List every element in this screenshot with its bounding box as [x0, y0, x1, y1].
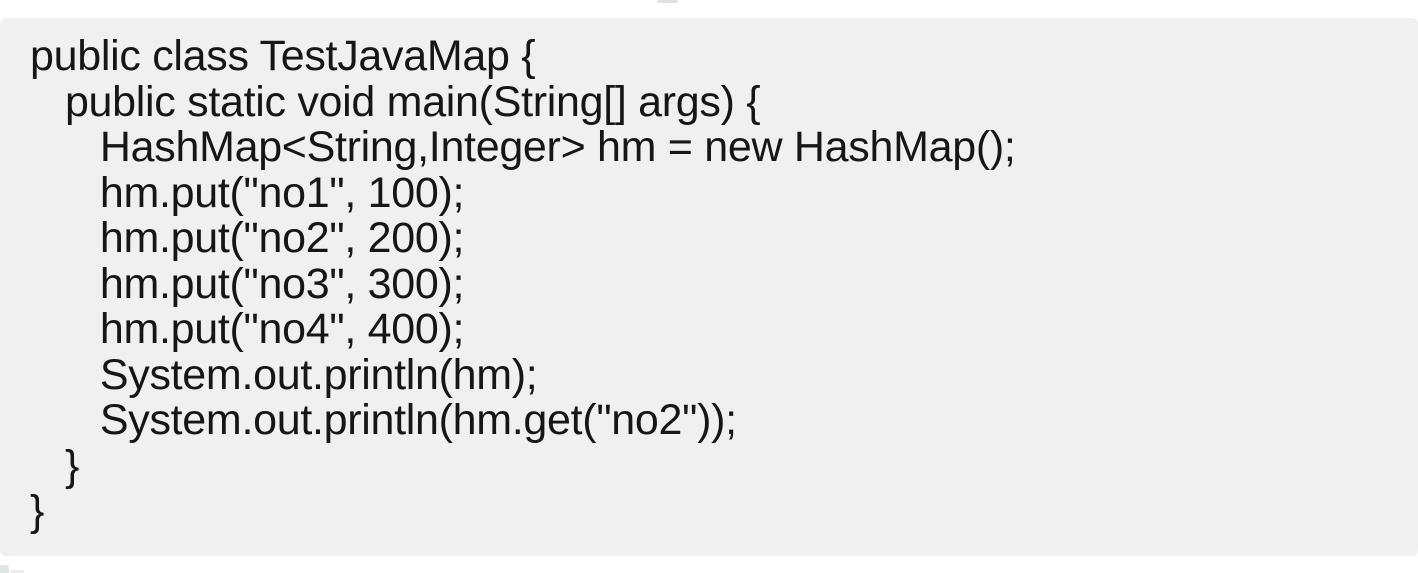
- code-line-8: System.out.println(hm);: [30, 350, 538, 399]
- code-block: public class TestJavaMap { public static…: [30, 32, 1408, 535]
- code-line-3: HashMap<String,Integer> hm = new HashMap…: [30, 123, 1016, 171]
- code-line-5: hm.put("no2", 200);: [30, 214, 465, 262]
- code-panel: public class TestJavaMap { public static…: [0, 18, 1418, 556]
- code-line-9: System.out.println(hm.get("no2"));: [30, 396, 737, 444]
- cropped-edge-artifact-top: [657, 0, 678, 3]
- code-line-2: public static void main(String[] args) {: [30, 77, 761, 126]
- cropped-edge-artifact-bottom-left: [0, 565, 9, 573]
- code-line-11: }: [30, 487, 45, 535]
- code-line-4: hm.put("no1", 100);: [30, 168, 465, 217]
- cropped-edge-artifact-bottom-streak: [10, 570, 24, 573]
- code-line-7: hm.put("no4", 400);: [30, 305, 465, 353]
- code-line-6: hm.put("no3", 300);: [30, 259, 465, 308]
- code-line-1: public class TestJavaMap {: [30, 32, 536, 80]
- code-line-10: }: [30, 441, 80, 490]
